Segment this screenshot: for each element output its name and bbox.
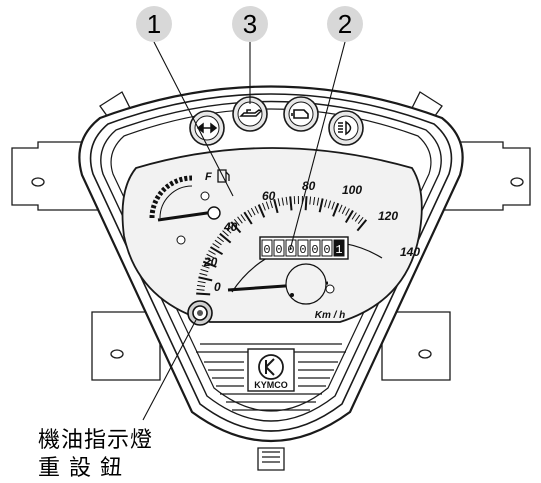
speed-label-100: 100: [342, 183, 362, 197]
odometer-digit: 0: [299, 243, 306, 257]
callout-1: 1: [136, 6, 172, 42]
brand-badge: KYMCO: [248, 349, 294, 391]
fuel-full-mark: F: [205, 171, 212, 183]
brand-logo-text: KYMCO: [254, 380, 288, 390]
speed-unit: Km / h: [315, 310, 346, 321]
speed-label-20: 20: [203, 255, 218, 269]
speed-tick: [196, 293, 210, 294]
speed-label-80: 80: [302, 179, 316, 193]
odometer-digit: 0: [323, 243, 330, 257]
engine-check-indicator: [284, 97, 318, 131]
odometer-digit: 0: [263, 243, 270, 257]
dial-face: [123, 148, 422, 322]
odometer-digit: 1: [335, 243, 342, 257]
high-beam-indicator: [329, 111, 363, 145]
needle-hub: [286, 264, 326, 304]
speed-label-40: 40: [223, 220, 238, 234]
speed-label-120: 120: [378, 209, 398, 223]
speed-label-140: 140: [400, 245, 420, 259]
speed-tick: [306, 196, 307, 210]
speed-tick: [290, 196, 291, 210]
odometer-digit: 0: [311, 243, 318, 257]
caption-line-2: 重 設 鈕: [38, 450, 123, 482]
callout-2: 2: [327, 6, 363, 42]
odometer-digit: 0: [275, 243, 282, 257]
speed-label-60: 60: [262, 189, 276, 203]
speed-label-0: 0: [214, 280, 221, 294]
callout-3: 3: [232, 6, 268, 42]
oil-reset-button[interactable]: [188, 301, 212, 325]
bottom-tab: [258, 448, 284, 470]
turn-signal-indicator: [190, 111, 224, 145]
